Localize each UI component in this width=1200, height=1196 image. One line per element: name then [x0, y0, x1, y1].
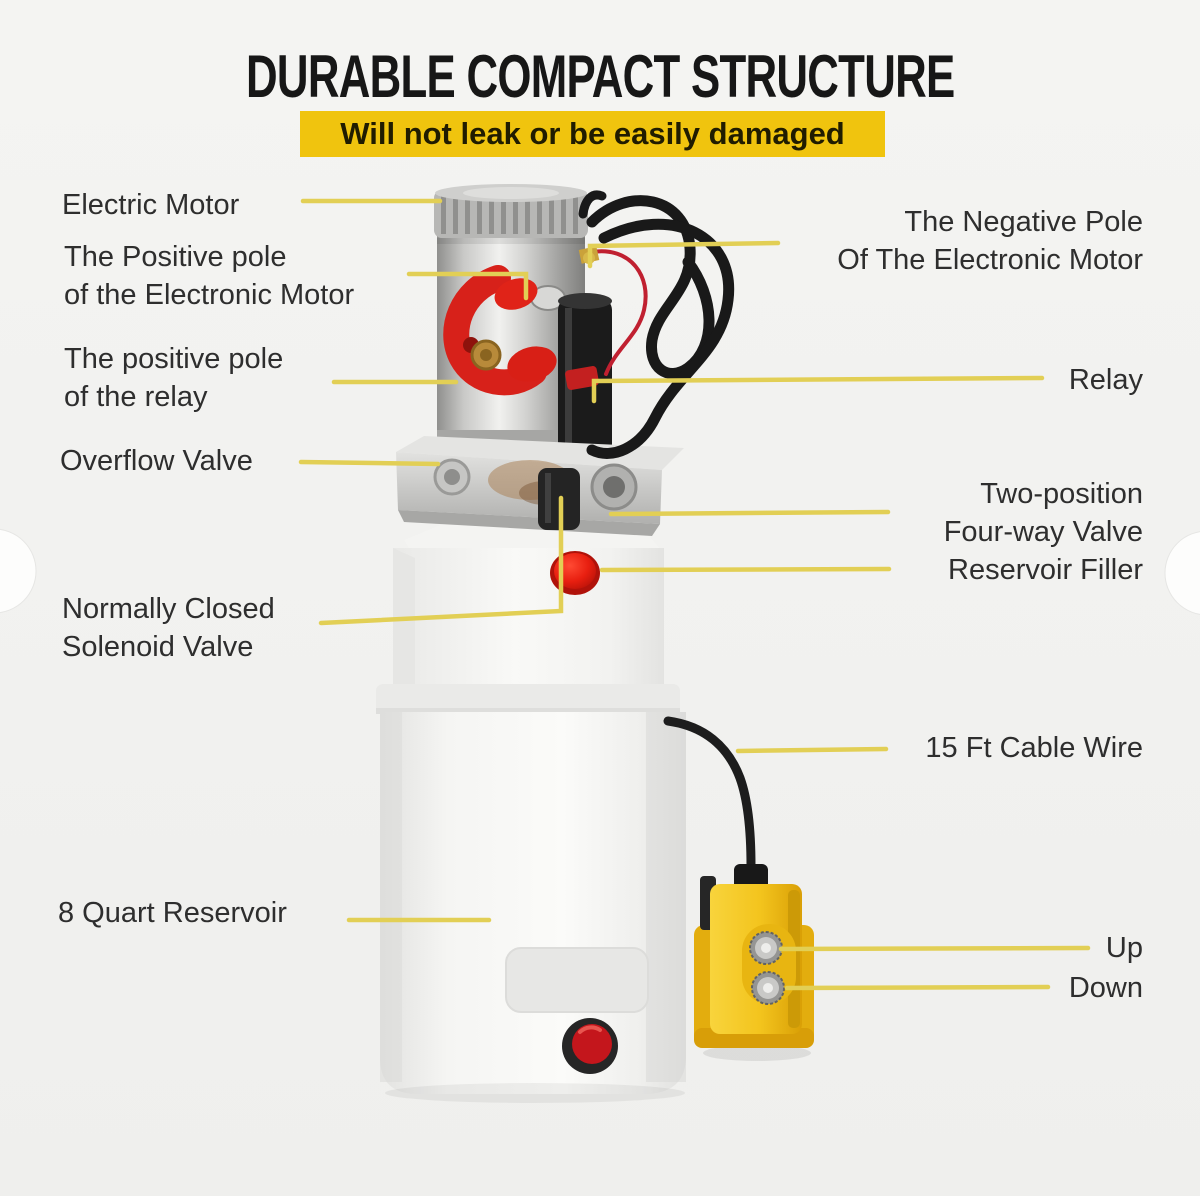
reservoir-tank — [376, 521, 686, 1103]
carousel-prev-button[interactable] — [0, 528, 37, 614]
leader-lines — [298, 198, 1091, 991]
leader-relay — [591, 375, 1045, 404]
valve-manifold — [396, 436, 684, 536]
motor-cables — [565, 190, 735, 459]
label-electric-motor: Electric Motor — [62, 189, 240, 221]
leader-up — [778, 945, 1091, 952]
four-way-valve-fitting — [590, 463, 638, 511]
down-button[interactable] — [751, 971, 785, 1005]
leader-reservoir-filler — [599, 566, 892, 573]
brass-fitting — [470, 339, 502, 371]
label-four-way-valve: Two-position Four-way Valve — [943, 478, 1143, 548]
drain-plug — [562, 1018, 618, 1074]
label-quart-reservoir: 8 Quart Reservoir — [58, 897, 287, 929]
leader-cable-wire — [735, 746, 889, 754]
label-positive-pole-motor: The Positive pole of the Electronic Moto… — [64, 241, 355, 311]
reservoir-filler-cap — [550, 551, 600, 595]
label-reservoir-filler: Reservoir Filler — [948, 554, 1143, 586]
pendant-remote — [694, 864, 814, 1061]
carousel-next-button[interactable] — [1164, 531, 1200, 615]
label-overflow-valve: Overflow Valve — [60, 445, 253, 477]
label-relay: Relay — [1068, 364, 1143, 396]
pendant-cable — [663, 716, 756, 871]
leader-nc-solenoid — [318, 495, 564, 626]
positive-terminal-boot — [443, 265, 557, 396]
leader-down — [784, 984, 1051, 991]
label-nc-solenoid-valve: Normally Closed Solenoid Valve — [62, 593, 275, 663]
label-cable-wire: 15 Ft Cable Wire — [925, 732, 1143, 764]
overflow-valve-fitting — [433, 458, 471, 496]
page-title: DURABLE COMPACT STRUCTURE — [245, 43, 955, 110]
label-positive-pole-relay: The positive pole of the relay — [64, 343, 284, 413]
leader-negative-pole — [587, 240, 781, 269]
subtitle-banner: Will not leak or be easily damaged — [300, 111, 885, 157]
label-negative-pole-motor: The Negative Pole Of The Electronic Moto… — [837, 206, 1143, 276]
label-down: Down — [1068, 972, 1143, 1004]
up-button[interactable] — [749, 931, 783, 965]
leader-overflow-valve — [298, 459, 441, 467]
leader-positive-pole-motor — [406, 271, 529, 301]
leader-four-way-valve — [608, 509, 891, 517]
label-up: Up — [1105, 932, 1143, 964]
